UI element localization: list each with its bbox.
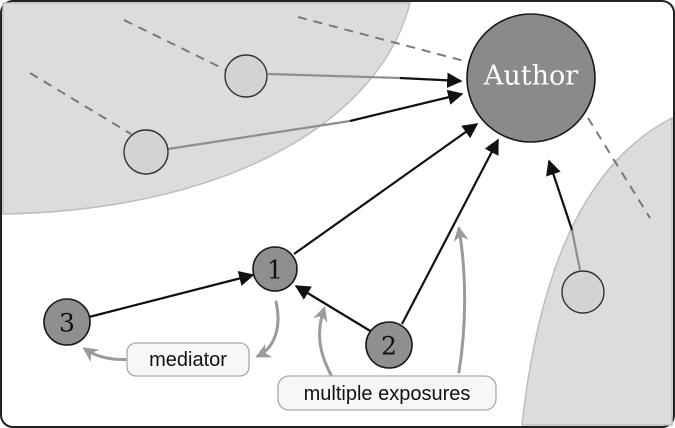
dashed-edge <box>587 117 651 219</box>
dashed-edge <box>123 19 227 71</box>
peripheral-node <box>561 270 605 314</box>
upper-left-region <box>2 2 411 215</box>
peripheral-node <box>224 54 268 98</box>
author-node: Author <box>466 13 596 143</box>
peripheral-node <box>123 129 169 175</box>
author-circle <box>466 13 596 143</box>
mediator-arrow-right <box>255 300 280 358</box>
mediator-label-text: mediator <box>149 349 227 371</box>
arrow-peripheral-to-author <box>546 159 574 231</box>
exposure-arrow-2 <box>453 226 469 374</box>
node-1-circle <box>252 246 298 292</box>
node-3: 3 <box>43 298 91 346</box>
arrow-3-to-1 <box>88 270 255 319</box>
node-3-circle <box>43 298 91 346</box>
mediator-label: mediator <box>126 342 250 377</box>
node-2-circle <box>365 321 413 369</box>
arrow-to-author <box>399 72 463 89</box>
peripheral-edge <box>167 119 351 151</box>
node-2-label: 2 <box>381 332 397 361</box>
node-3-label: 3 <box>59 309 75 338</box>
multiple-exposures-label: multiple exposures <box>277 375 497 411</box>
multiple-exposures-label-box <box>277 375 497 411</box>
peripheral-edge <box>570 229 582 271</box>
arrow-1-to-author <box>293 123 479 255</box>
node-1-label: 1 <box>267 256 283 285</box>
mediator-label-box <box>126 342 250 377</box>
node-2: 2 <box>365 321 413 369</box>
arrow-2-to-author <box>401 138 499 325</box>
author-label: Author <box>483 61 578 92</box>
dashed-edge <box>29 72 132 135</box>
multiple-exposures-label-text: multiple exposures <box>304 383 471 405</box>
node-1: 1 <box>252 246 298 292</box>
exposure-arrow-1 <box>313 306 333 377</box>
arrow-2-to-1 <box>294 285 373 333</box>
lower-right-region <box>521 116 673 426</box>
dashed-edge <box>297 16 469 63</box>
arrow-to-author <box>349 89 464 123</box>
peripheral-edge <box>267 72 401 80</box>
